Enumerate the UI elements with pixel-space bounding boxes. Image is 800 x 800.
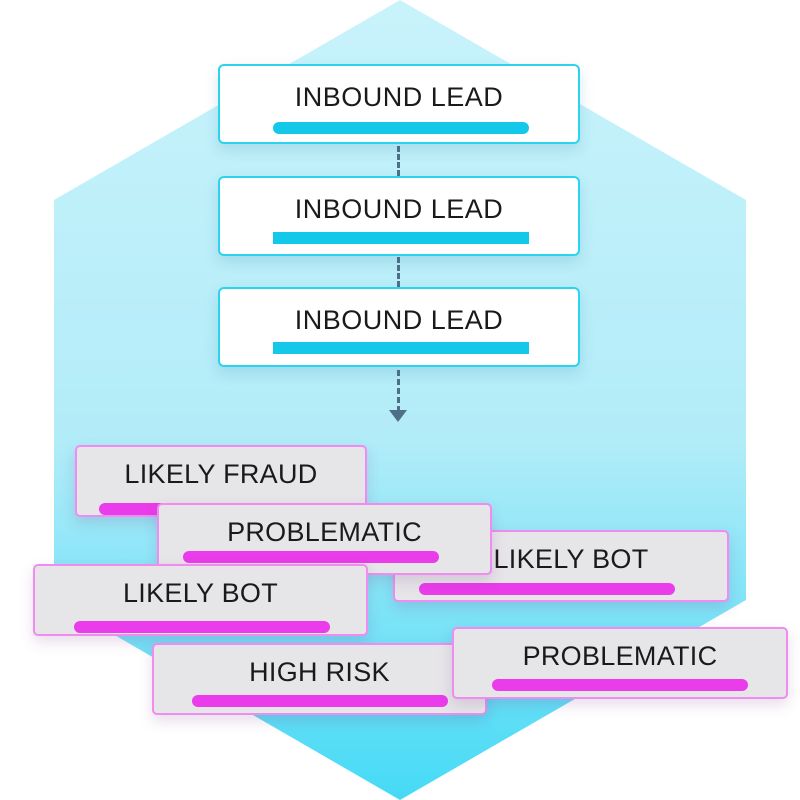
lead-card-3: INBOUND LEAD: [218, 287, 580, 367]
tag-label: LIKELY BOT: [122, 578, 279, 608]
lead-bar: [273, 342, 529, 354]
tag-problematic-bottom: PROBLEMATIC: [452, 627, 788, 699]
tag-label: PROBLEMATIC: [522, 641, 718, 671]
lead-label: INBOUND LEAD: [294, 82, 504, 112]
tag-likely-bot-left: LIKELY BOT: [33, 564, 368, 636]
lead-card-1: INBOUND LEAD: [218, 64, 580, 144]
connector-line-3: [397, 370, 400, 412]
lead-label: INBOUND LEAD: [294, 194, 504, 224]
tag-bar: [492, 679, 748, 691]
lead-bar: [273, 232, 529, 244]
lead-label: INBOUND LEAD: [294, 305, 504, 335]
connector-line-2: [397, 257, 400, 287]
arrow-down-icon: [389, 410, 407, 422]
tag-label: LIKELY BOT: [493, 544, 649, 574]
tag-label: LIKELY FRAUD: [124, 459, 318, 489]
tag-label: HIGH RISK: [249, 657, 390, 687]
tag-problematic-top: PROBLEMATIC: [157, 503, 492, 575]
lead-bar: [273, 122, 529, 134]
tag-bar: [419, 583, 675, 595]
tag-bar: [192, 695, 448, 707]
lead-card-2: INBOUND LEAD: [218, 176, 580, 256]
tag-label: PROBLEMATIC: [227, 517, 422, 547]
tag-high-risk: HIGH RISK: [152, 643, 487, 715]
connector-line-1: [397, 146, 400, 176]
tag-bar: [74, 621, 330, 633]
tag-bar: [183, 551, 439, 563]
